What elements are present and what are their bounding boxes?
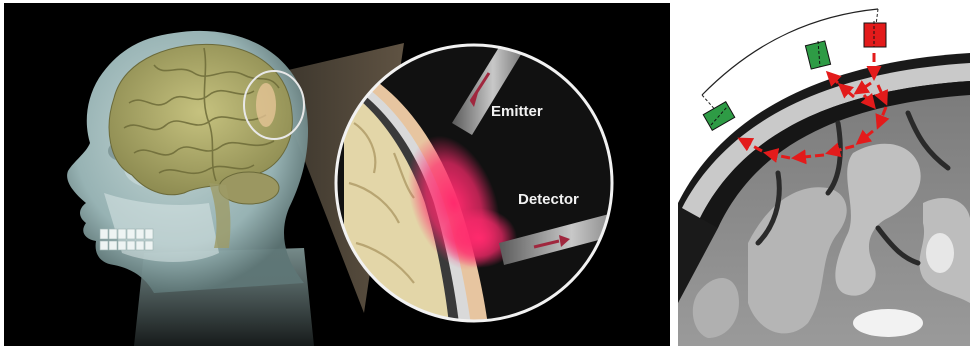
green-optode-near (805, 41, 830, 69)
head-illustration-panel: Emitter Detector (4, 3, 670, 346)
head-illustration: Emitter Detector (4, 3, 670, 346)
mri-diagram (678, 3, 970, 346)
mri-panel (678, 3, 970, 346)
mri-ventricle (853, 309, 923, 337)
mri-csf-spot (926, 233, 954, 273)
emitter-label: Emitter (491, 103, 543, 120)
focus-skin-patch (256, 83, 276, 127)
detector-label: Detector (518, 191, 579, 208)
red-optode (864, 21, 886, 47)
green-optode-far (703, 102, 735, 131)
